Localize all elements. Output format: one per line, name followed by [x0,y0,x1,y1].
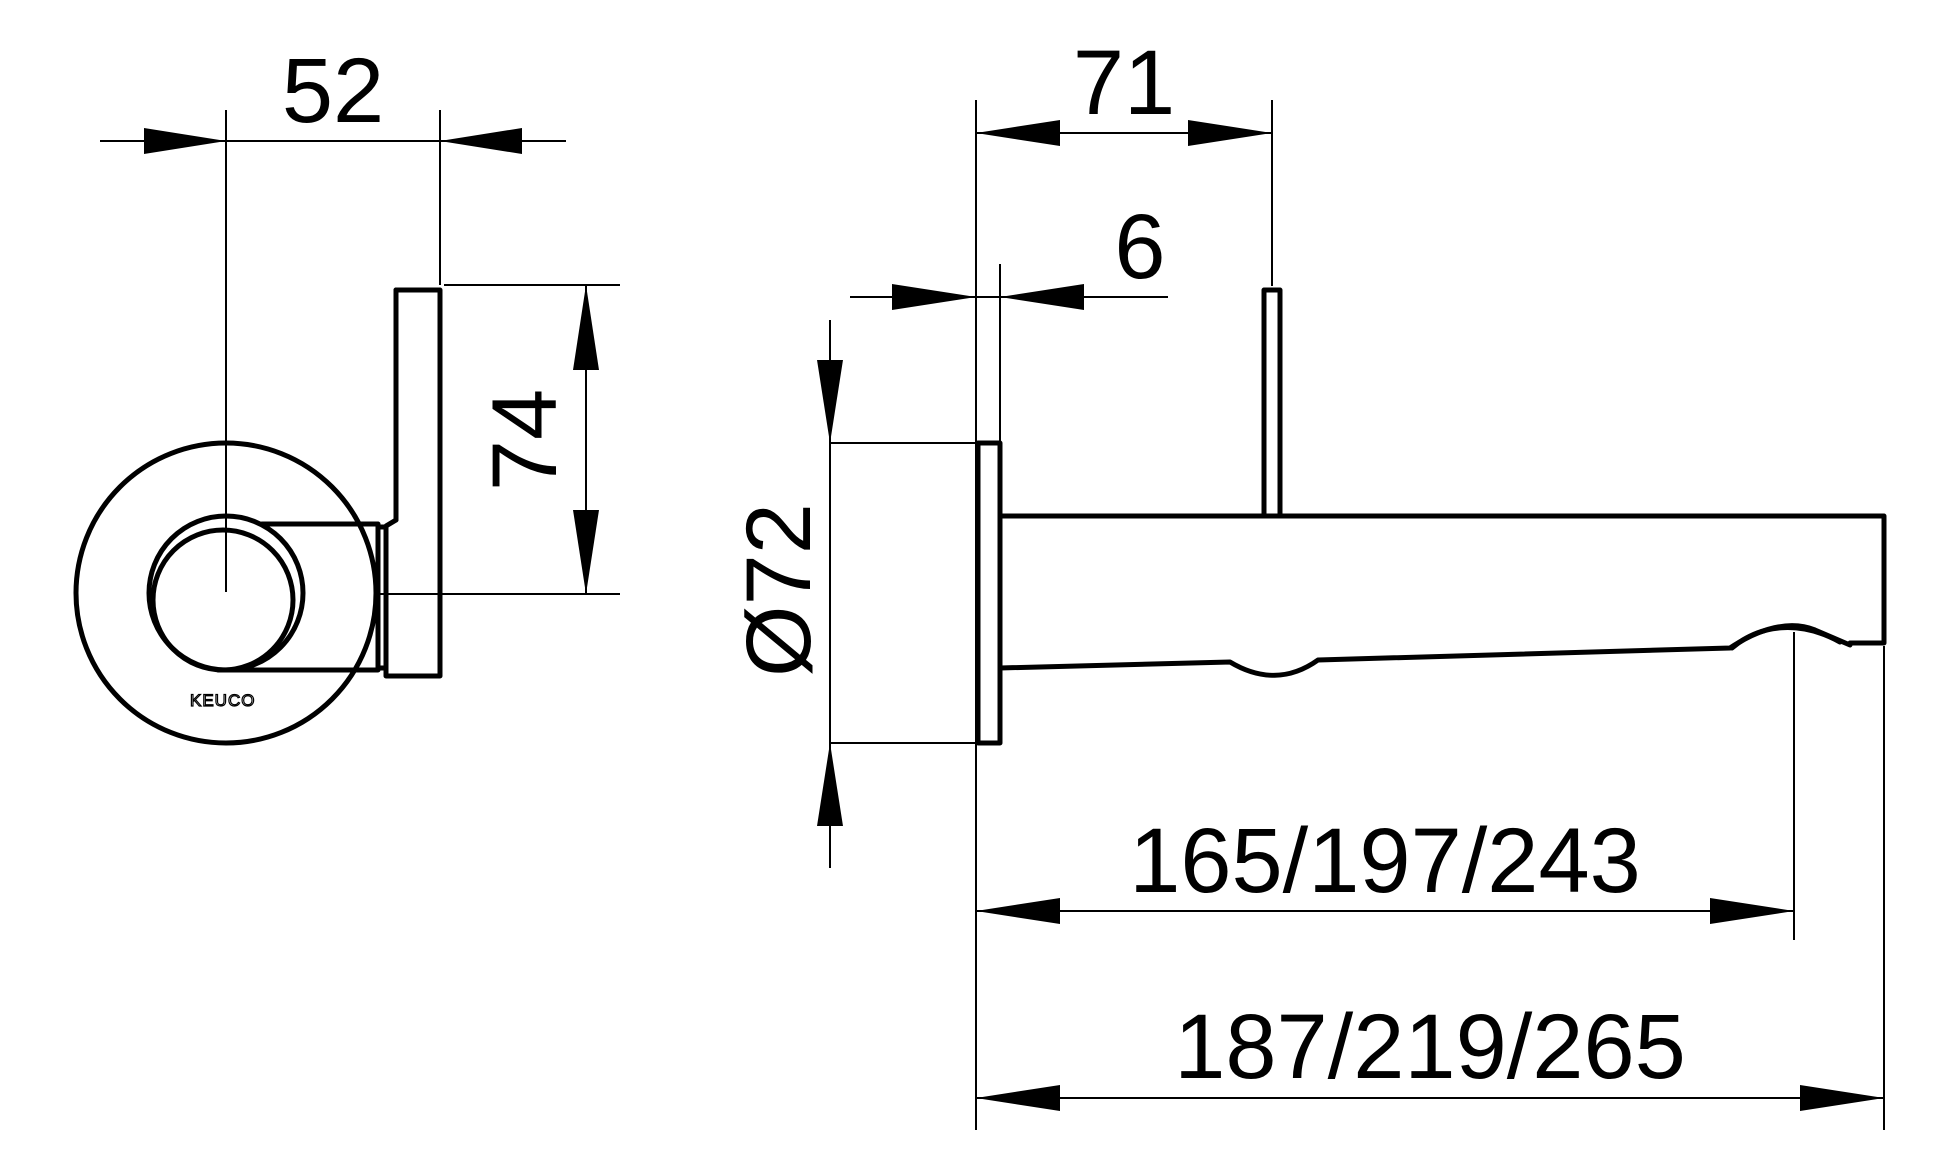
spout-body-side [215,521,381,673]
arrow-total-right [1800,1085,1884,1111]
arrow-74-bottom [573,510,599,594]
spout-top-edge [997,513,1887,646]
dim-text-total: 187/219/265 [1174,996,1686,1098]
front-view: 71 6 Ø72 165/197/243 187/219/265 [728,32,1887,1130]
dim-text-72: Ø72 [728,503,830,677]
arrow-reach-right [1710,898,1794,924]
side-view: KEUCO 52 74 [73,40,620,746]
arrow-52-left [144,128,226,154]
spout-bottom-edge [997,623,1853,678]
wall-plate-front [975,440,1003,746]
arrow-72-top [817,360,843,443]
spout-outlet [1729,625,1843,651]
arrow-reach-left [976,898,1060,924]
keuco-logo: KEUCO [190,691,255,710]
arrow-6-left [892,284,976,310]
arrow-total-left [976,1085,1060,1111]
arrow-6-right [1000,284,1084,310]
dim-text-71: 71 [1073,32,1175,134]
arrow-74-top [573,285,599,370]
mounting-stub [1261,287,1283,519]
plate-join [375,524,389,671]
dim-text-reach: 165/197/243 [1129,810,1641,912]
dim-text-74: 74 [474,389,576,491]
arrow-72-bottom [817,743,843,826]
inner-ring-shadow [150,527,296,673]
dim-text-52: 52 [282,40,384,142]
arrow-71-left [976,120,1060,146]
arrow-71-right [1188,120,1272,146]
arrow-52-right [440,128,522,154]
dim-text-6: 6 [1114,196,1165,298]
